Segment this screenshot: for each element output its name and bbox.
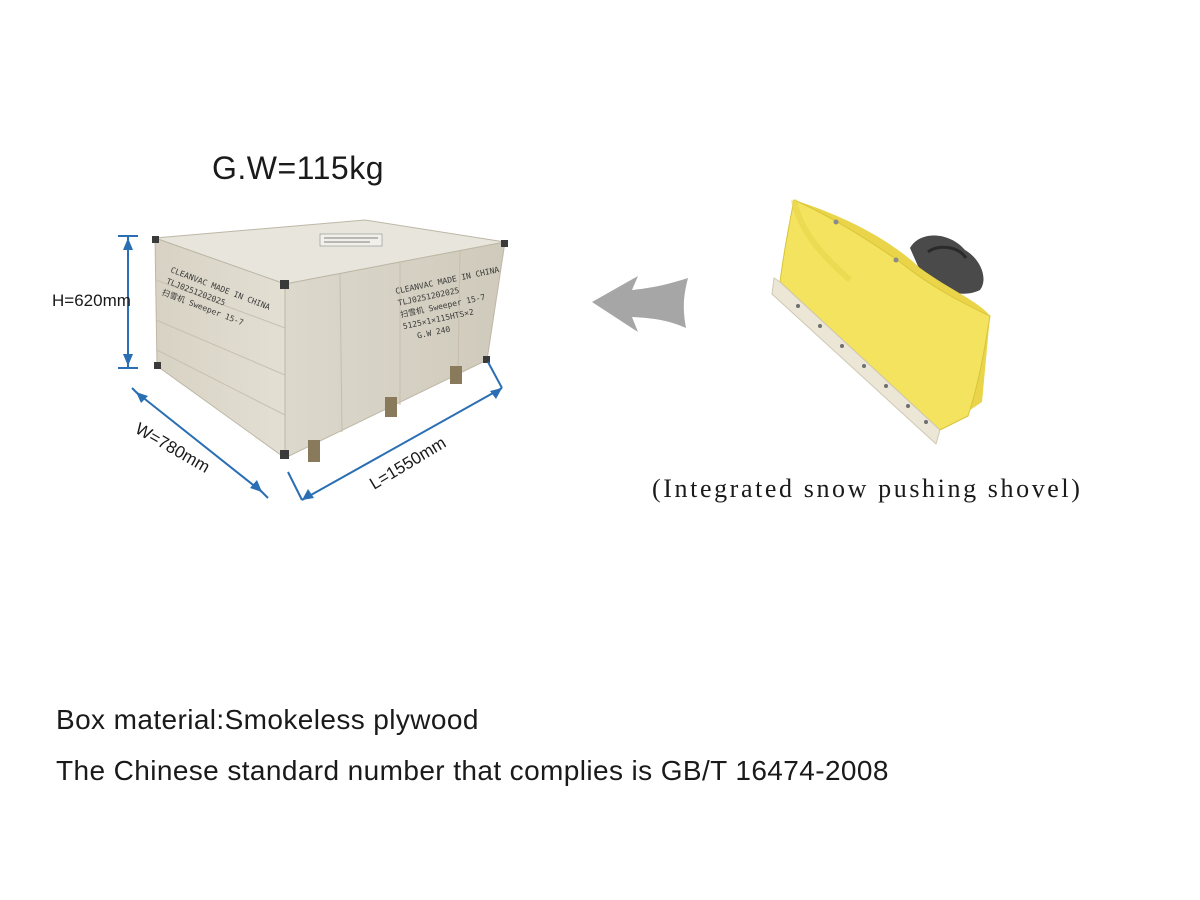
scraper-edge bbox=[771, 277, 941, 445]
wooden-crate-illustration: CLEANVAC MADE IN CHINA TLJ0251202025 扫雪机… bbox=[52, 219, 508, 501]
length-label: L=1550mm bbox=[366, 433, 449, 493]
width-label: W=780mm bbox=[132, 419, 213, 477]
shovel-caption: (Integrated snow pushing shovel) bbox=[652, 474, 1083, 503]
width-dimension-line bbox=[135, 391, 263, 493]
box-material-text: Box material:Smokeless plywood bbox=[56, 704, 479, 735]
gross-weight-label: G.W=115kg bbox=[212, 150, 384, 186]
snow-shovel-image bbox=[771, 199, 991, 445]
left-arrow-icon bbox=[592, 276, 688, 332]
shovel-blade bbox=[779, 199, 991, 431]
standard-number-text: The Chinese standard number that complie… bbox=[56, 755, 889, 786]
height-label: H=620mm bbox=[52, 291, 131, 310]
length-dimension-line bbox=[301, 387, 503, 501]
